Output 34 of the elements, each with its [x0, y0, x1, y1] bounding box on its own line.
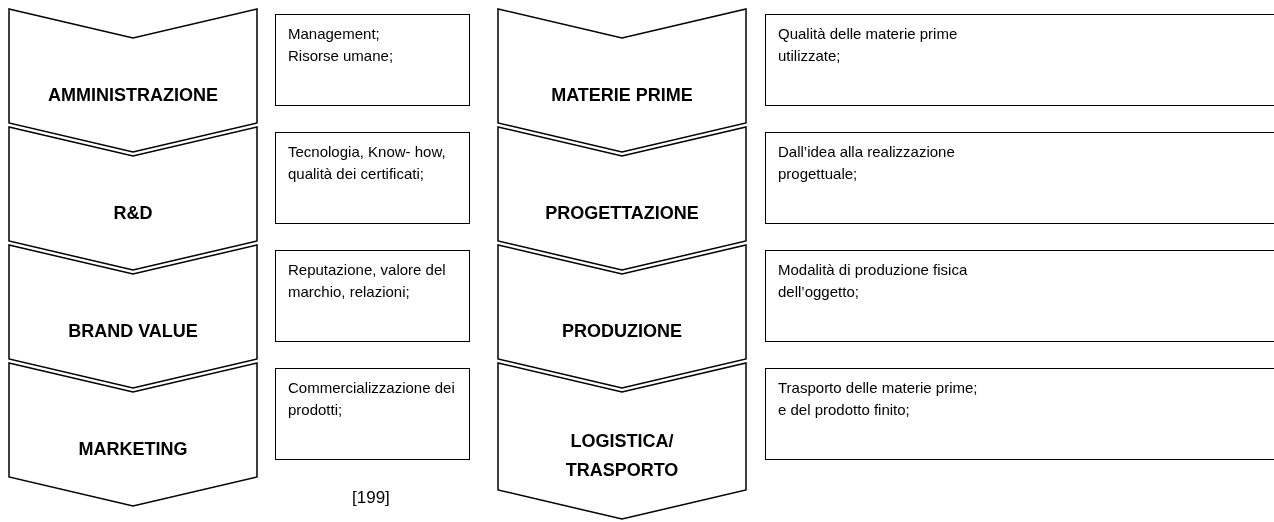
- chevron-label: LOGISTICA/ TRASPORTO: [564, 430, 680, 482]
- chevron-shape: [497, 362, 747, 520]
- description-box: [765, 14, 1274, 106]
- description-text: Risorse umane;: [288, 45, 395, 66]
- description-box: [765, 132, 1274, 224]
- description-text: Commercializzazione dei prodotti;: [288, 378, 456, 420]
- chevron-label: PROGETTAZIONE: [544, 202, 700, 225]
- chevron-label: R&D: [112, 202, 154, 225]
- description-box: [275, 250, 470, 342]
- chevron-shape: [497, 126, 747, 271]
- description-box: [275, 132, 470, 224]
- description-box: [765, 368, 1274, 460]
- chevron-shape: [497, 244, 747, 389]
- chevron-label: BRAND VALUE: [67, 320, 199, 343]
- description-text: Trasporto delle materie prime; e del prodotto finito;: [778, 378, 978, 420]
- description-text: Qualità delle materie prime utilizzate;: [778, 24, 959, 66]
- description-text: Management;: [288, 24, 381, 44]
- description-text: Reputazione, valore del marchio, relazioni;: [288, 260, 447, 302]
- chevron-shape: [8, 126, 258, 271]
- chevron-shape: [8, 8, 258, 153]
- chevron-label: PRODUZIONE: [561, 320, 683, 343]
- chevron-label: MARKETING: [77, 438, 189, 461]
- chevron-shape: [497, 8, 747, 153]
- description-text: Tecnologia, Know- how, qualità dei certificati;: [288, 142, 447, 184]
- chevron-shape: [8, 362, 258, 507]
- chevron-label: MATERIE PRIME: [550, 84, 694, 107]
- citation-number: [199]: [352, 488, 390, 508]
- description-box: [275, 14, 470, 106]
- chevron-shape: [8, 244, 258, 389]
- chevron-label: AMMINISTRAZIONE: [47, 84, 219, 107]
- description-box: [275, 368, 470, 460]
- description-text: Dall’idea alla realizzazione progettuale;: [778, 142, 956, 184]
- description-box: [765, 250, 1274, 342]
- description-text: Modalità di produzione fisica dell’oggetto;: [778, 260, 969, 302]
